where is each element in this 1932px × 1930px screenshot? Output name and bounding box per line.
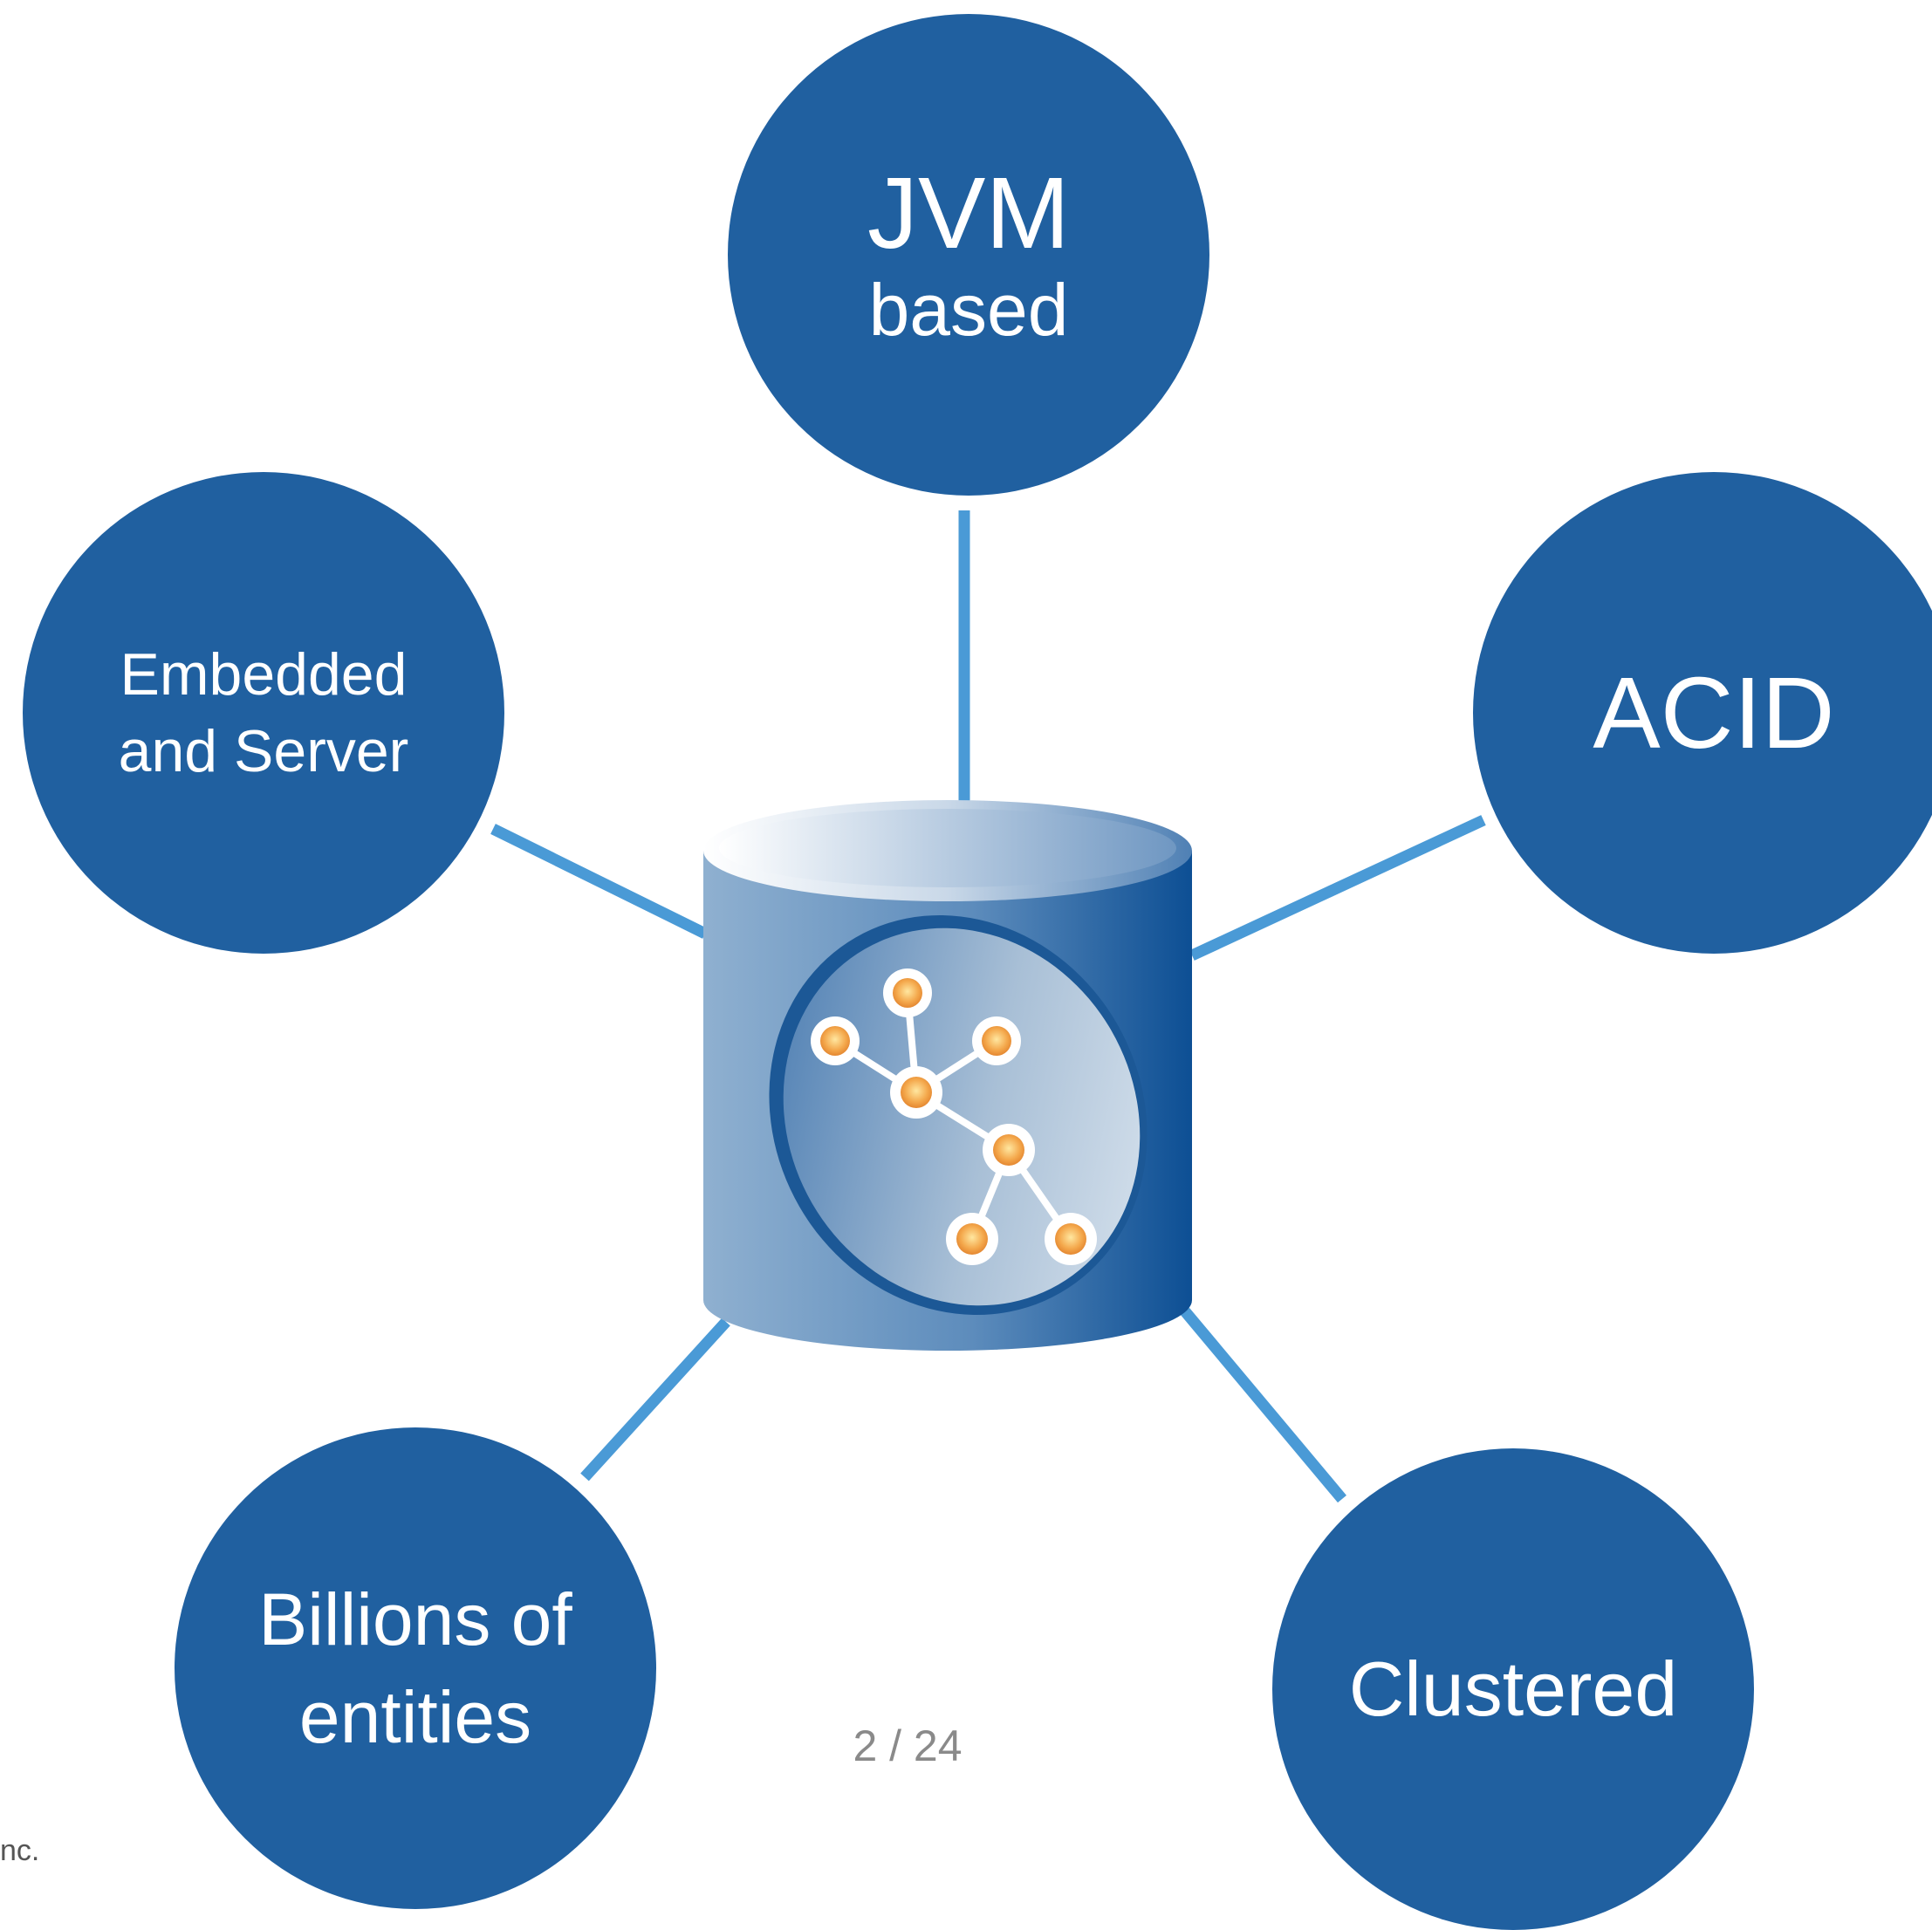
feature-billions-line1: Billions of <box>258 1578 572 1660</box>
feature-circle-jvm: JVM based <box>728 14 1209 496</box>
feature-billions-line2: entities <box>298 1676 532 1758</box>
feature-circle-billions: Billions of entities <box>175 1427 656 1909</box>
feature-clustered-title: Clustered <box>1348 1646 1678 1732</box>
connector-embedded <box>490 824 708 939</box>
feature-circle-acid: ACID <box>1473 472 1932 954</box>
footer-fragment: nc. <box>0 1834 40 1867</box>
feature-embedded-line1: Embedded <box>120 641 408 708</box>
page-counter: 2 / 24 <box>853 1721 963 1770</box>
feature-circle-clustered: Clustered <box>1272 1448 1754 1930</box>
connector-acid <box>1189 815 1486 961</box>
feature-jvm-title: JVM <box>867 156 1070 270</box>
connector-billions <box>580 1317 730 1482</box>
feature-jvm-subtitle: based <box>868 269 1069 351</box>
feature-diagram <box>490 510 1486 1503</box>
graph-nodes <box>811 968 1097 1265</box>
feature-embedded-line2: and Server <box>118 718 409 784</box>
connector-clustered <box>1181 1307 1346 1503</box>
feature-circle-embedded: Embedded and Server <box>23 472 504 954</box>
graph-database-cylinder-icon <box>703 800 1192 1351</box>
feature-acid-title: ACID <box>1593 656 1835 770</box>
